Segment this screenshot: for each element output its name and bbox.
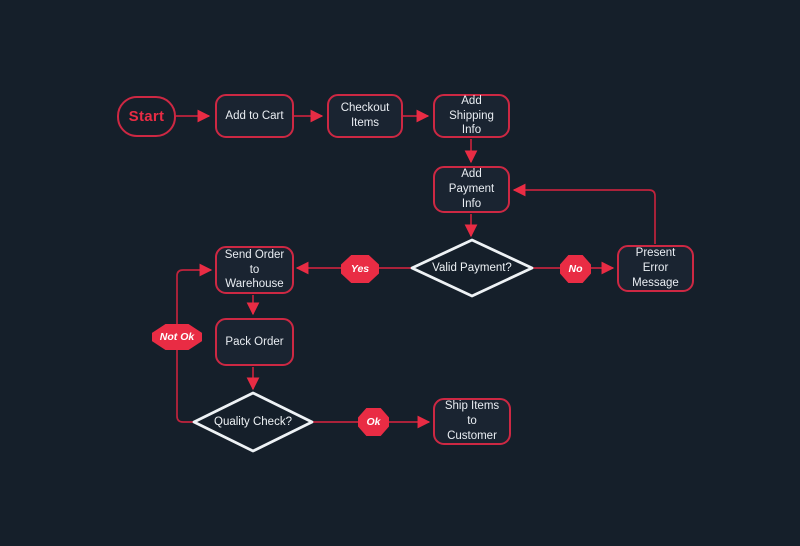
- valid-payment-diamond: [410, 238, 534, 298]
- edge-label-yes: Yes: [341, 255, 379, 283]
- node-pack-order: Pack Order: [215, 318, 294, 366]
- node-add-shipping-info: Add Shipping Info: [433, 94, 510, 138]
- node-ship-items-customer: Ship Items to Customer: [433, 398, 511, 445]
- node-checkout-items: Checkout Items: [327, 94, 403, 138]
- edge-present-error-back-to-payment: [512, 183, 656, 244]
- node-start: Start: [117, 96, 176, 137]
- edge-label-not-ok: Not Ok: [152, 324, 202, 350]
- edge-label-no: No: [560, 255, 591, 283]
- node-present-error-message: Present Error Message: [617, 245, 694, 292]
- node-add-payment-info: Add Payment Info: [433, 166, 510, 213]
- node-add-to-cart: Add to Cart: [215, 94, 294, 138]
- edge-label-ok: Ok: [358, 408, 389, 436]
- quality-check-diamond: [192, 391, 314, 453]
- node-send-order-warehouse: Send Order to Warehouse: [215, 246, 294, 294]
